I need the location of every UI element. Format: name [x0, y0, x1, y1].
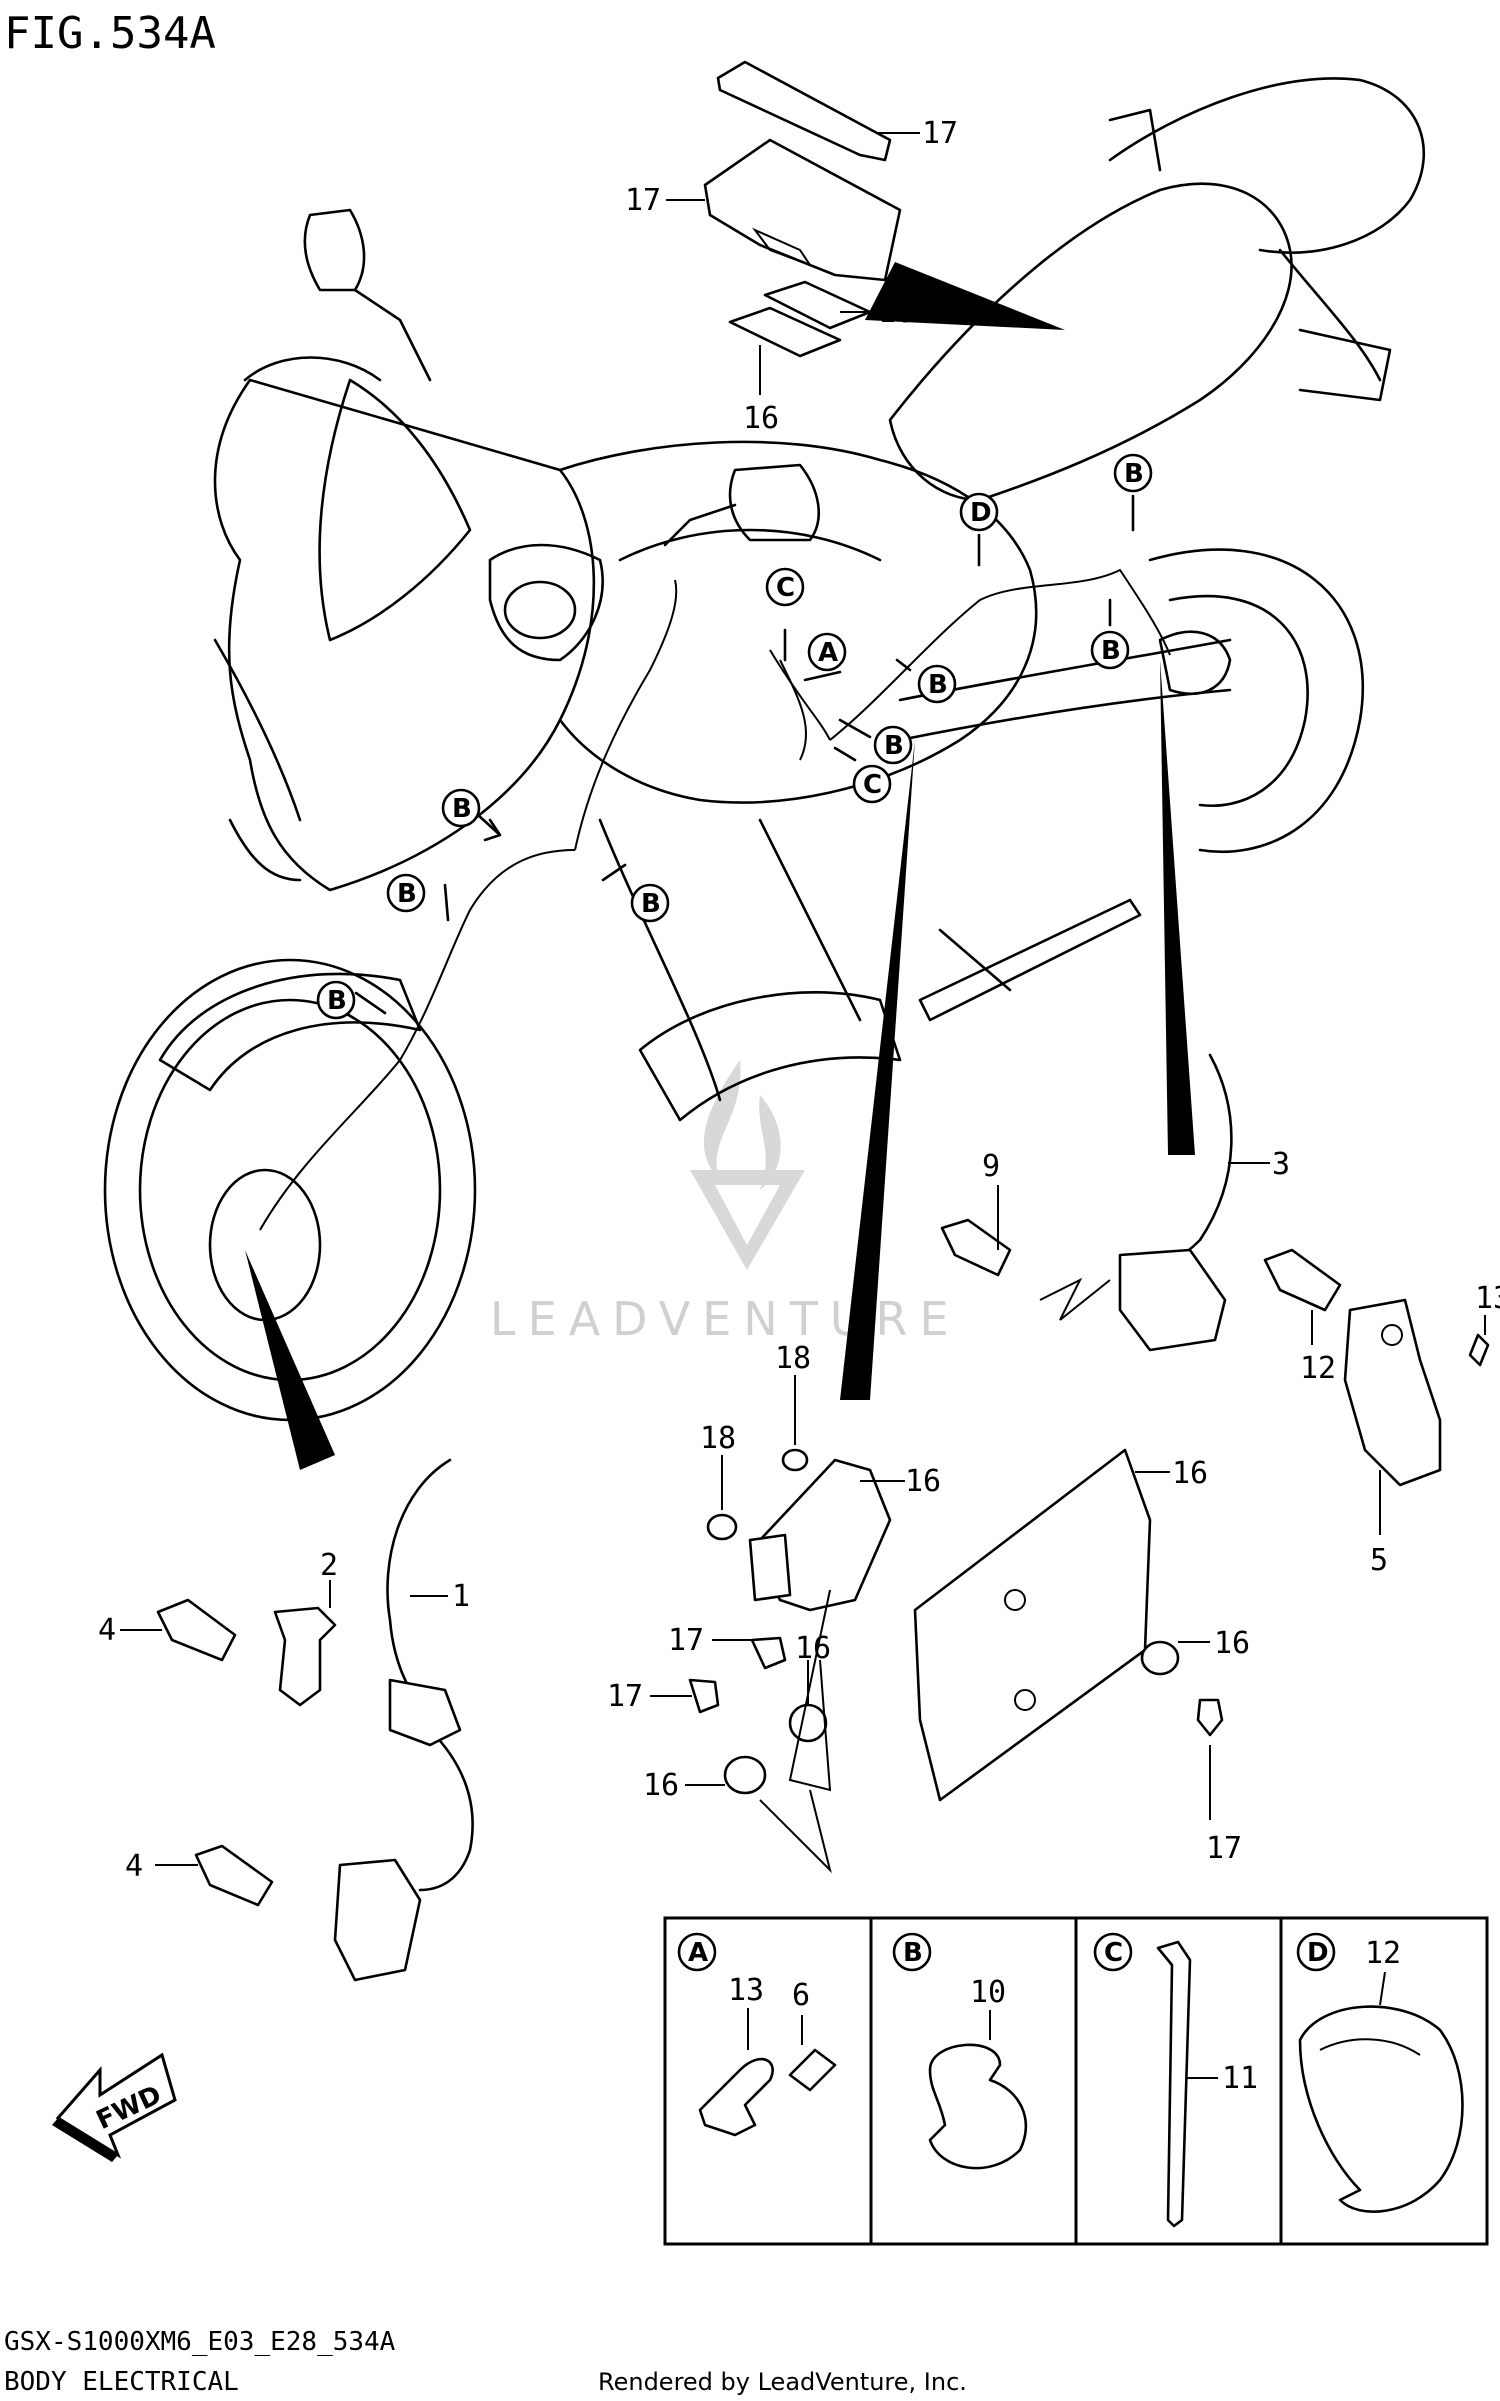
svg-text:B: B [884, 731, 904, 761]
callout-11: 11 [1222, 2061, 1258, 2096]
part-16-grommet-2 [788, 1703, 828, 1743]
part-10-clamp [928, 2043, 1028, 2170]
svg-text:A: A [818, 638, 838, 668]
part-16-grommet-1 [1140, 1640, 1180, 1676]
svg-text:B: B [397, 879, 417, 909]
callout-3: 3 [1272, 1147, 1290, 1182]
callout-9: 13 [1475, 1281, 1500, 1316]
svg-text:A: A [688, 1938, 708, 1968]
detail-box-c: C 11 [1093, 1932, 1258, 2228]
callout-14: 16 [905, 1464, 941, 1499]
svg-text:D: D [1307, 1938, 1329, 1968]
callout-16-c: 16 [643, 1768, 679, 1803]
callout-12: 12 [1365, 1936, 1401, 1971]
part-17-screw-1 [1196, 1698, 1224, 1737]
svg-text:C: C [863, 770, 882, 800]
figure-title: FIG.534A [4, 8, 216, 59]
callout-20: 17 [625, 183, 661, 218]
callout-17-c: 17 [607, 1679, 643, 1714]
part-16-grommet-3 [723, 1755, 767, 1795]
marker-c-1: C [765, 567, 805, 607]
callout-6: 6 [792, 1978, 810, 2013]
detail-box-a: A 13 6 [677, 1932, 837, 2137]
callout-7: 9 [982, 1149, 1000, 1184]
part-5-bolt-2 [194, 1844, 274, 1907]
part-9-pin [1468, 1333, 1490, 1367]
svg-text:D: D [970, 498, 992, 528]
marker-b-7: B [386, 873, 426, 913]
part-2-clamp [273, 1606, 337, 1707]
callout-16-a: 16 [1214, 1626, 1250, 1661]
callout-17-b: 17 [668, 1623, 704, 1658]
part-1-front-sensor [386, 1458, 474, 1892]
marker-b-1: B [1113, 453, 1153, 493]
svg-text:B: B [452, 794, 472, 824]
location-markers: A C C D B B B B B B B B [316, 453, 1153, 1020]
callout-18-b: 18 [700, 1421, 736, 1456]
svg-text:C: C [1104, 1938, 1123, 1968]
callout-19-b: 16 [743, 401, 779, 436]
rendered-by: Rendered by LeadVenture, Inc. [598, 2368, 967, 2396]
part-18-grommet-2 [706, 1513, 738, 1541]
callout-2: 2 [320, 1548, 338, 1583]
marker-pointers [354, 494, 1135, 1015]
detail-box-d: D 12 [1296, 1932, 1464, 2213]
fwd-arrow-icon: FWD [52, 2052, 177, 2162]
marker-b-3: B [917, 664, 957, 704]
part-11-cable-tie [1156, 1940, 1192, 2228]
marker-b-5: B [441, 788, 481, 828]
part-4-bracket [1343, 1298, 1442, 1487]
svg-text:C: C [776, 573, 795, 603]
callout-leaders [120, 132, 1486, 1866]
svg-text:B: B [1124, 459, 1144, 489]
part-15-plate [913, 1448, 1152, 1802]
part-13-clip [698, 2057, 774, 2137]
part-5-bolt-1 [156, 1598, 237, 1662]
callout-10: 10 [970, 1975, 1006, 2010]
section-name: BODY ELECTRICAL [4, 2367, 239, 2397]
svg-text:B: B [903, 1938, 923, 1968]
marker-a: A [807, 632, 847, 672]
detail-box-b: B 10 [892, 1932, 1028, 2170]
marker-c-2: C [852, 764, 892, 804]
callout-5-a: 4 [98, 1613, 116, 1648]
marker-b-2: B [1090, 630, 1130, 670]
callout-15: 16 [1172, 1456, 1208, 1491]
part-19-pad-2 [728, 306, 842, 358]
svg-text:B: B [928, 670, 948, 700]
part-8-bolt [1263, 1248, 1342, 1312]
part-6-bolt [788, 2048, 837, 2092]
part-17-screw-2 [750, 1636, 787, 1670]
watermark-text: LEADVENTURE [490, 1292, 961, 1346]
callout-19-a: 16 [878, 295, 914, 330]
callout-16-b: 16 [795, 1631, 831, 1666]
callout-18-a: 18 [775, 1341, 811, 1376]
part-7-bolt [940, 1218, 1012, 1277]
callout-numbers: 17 17 16 16 3 9 12 13 5 16 18 18 16 16 1… [98, 116, 1500, 1884]
wedge-pointers [245, 262, 1195, 1470]
part-20-module [703, 138, 902, 282]
callout-5-b: 4 [125, 1849, 143, 1884]
part-18-grommet-1 [781, 1448, 809, 1472]
callout-1: 1 [452, 1579, 470, 1614]
marker-b-8: B [316, 980, 356, 1020]
part-21-cover [716, 60, 892, 162]
marker-d: D [959, 492, 999, 532]
part-17-screw-3 [688, 1678, 720, 1714]
callout-8: 12 [1300, 1351, 1336, 1386]
callout-13: 13 [728, 1973, 764, 2008]
svg-text:B: B [1101, 636, 1121, 666]
marker-b-4: B [873, 725, 913, 765]
svg-text:B: B [327, 986, 347, 1016]
callout-4: 5 [1370, 1543, 1388, 1578]
part-12-clamp [1298, 2005, 1464, 2213]
model-code: GSX-S1000XM6_E03_E28_534A [4, 2327, 396, 2357]
callout-21: 17 [922, 116, 958, 151]
callout-17-a: 17 [1206, 1831, 1242, 1866]
svg-text:B: B [641, 889, 661, 919]
detail-boxes: A 13 6 B 10 C 11 D 12 [663, 1916, 1489, 2246]
exploded-parts [156, 60, 1490, 1982]
marker-b-6: B [630, 883, 670, 923]
